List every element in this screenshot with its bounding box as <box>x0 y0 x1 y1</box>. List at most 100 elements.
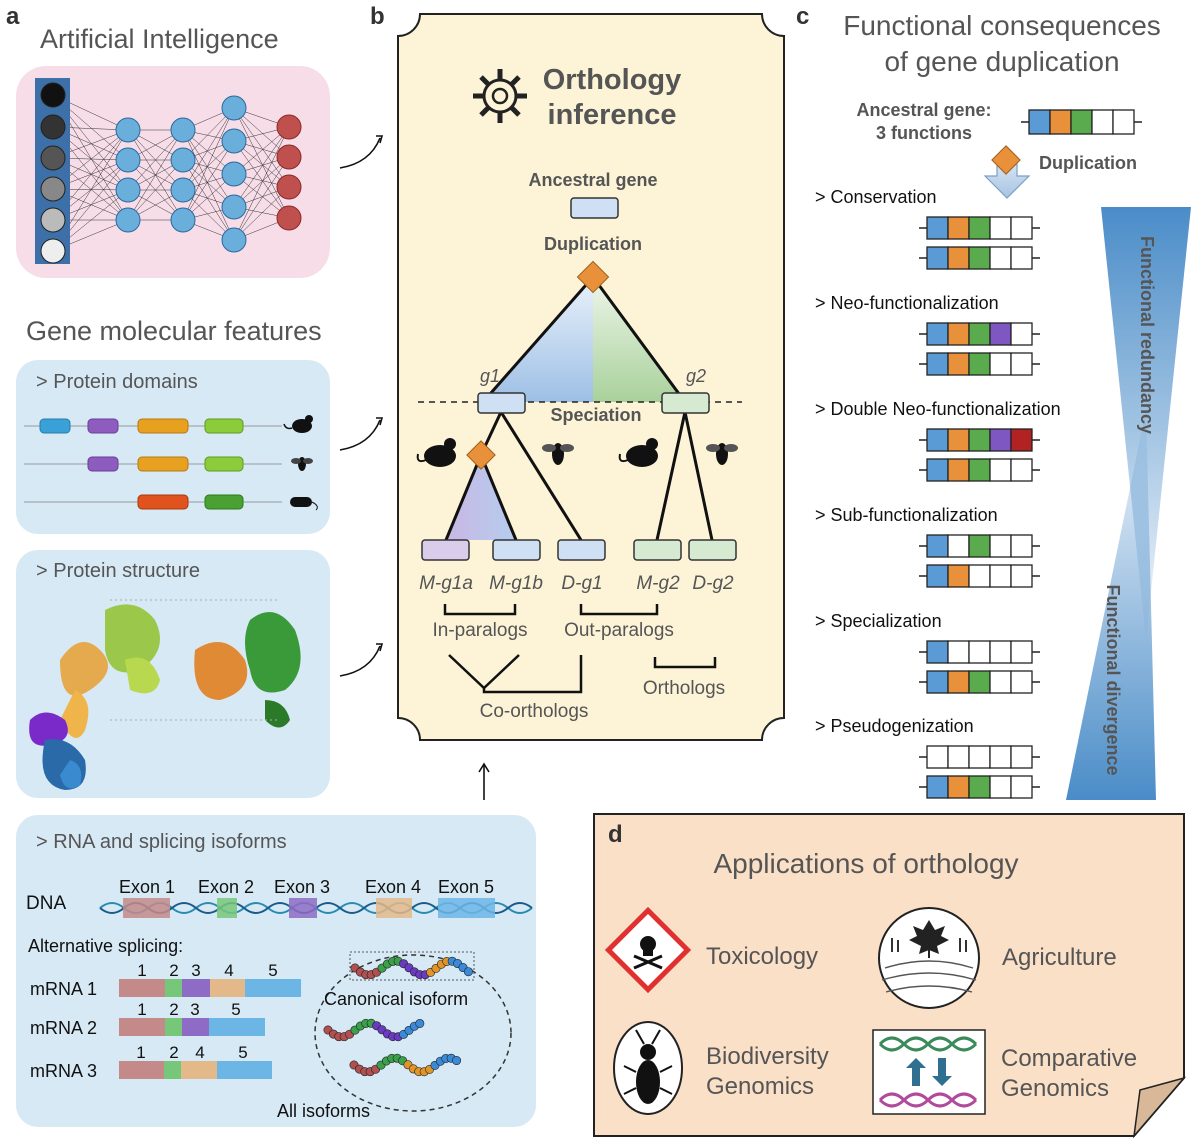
out-paralogs-label: Out-paralogs <box>564 620 674 641</box>
orthology-title-1: Orthology <box>543 64 682 96</box>
applications-title: Applications of orthology <box>713 848 1018 879</box>
nn-connection <box>233 140 290 219</box>
nn-input-neuron <box>40 176 66 202</box>
function-cell <box>926 775 949 799</box>
ancestral-gene-label: Ancestral gene <box>528 170 657 190</box>
function-cell <box>968 745 991 769</box>
exon-label: Exon 3 <box>274 877 330 897</box>
function-cell <box>989 322 1012 346</box>
leaf-gene-box <box>492 539 541 561</box>
features-title: Gene molecular features <box>26 316 322 346</box>
panel-d-letter: d <box>608 821 623 848</box>
mrna-exon <box>165 1018 182 1036</box>
function-cell <box>947 246 970 270</box>
biodiversity-icon <box>613 1021 683 1115</box>
nn-connection <box>182 159 235 241</box>
mrna-label: mRNA 3 <box>30 1061 97 1081</box>
function-cell <box>989 640 1012 664</box>
function-cell <box>1112 109 1135 135</box>
function-cell <box>989 775 1012 799</box>
leaf-gene-label: D-g1 <box>561 573 602 594</box>
mrna-exon <box>245 979 301 997</box>
function-cell <box>1010 428 1033 452</box>
function-cell <box>989 428 1012 452</box>
function-cell <box>926 216 949 240</box>
exon-number: 5 <box>268 961 277 980</box>
exon-label: Exon 5 <box>438 877 494 897</box>
function-cell <box>1010 775 1033 799</box>
nn-connection <box>233 126 290 208</box>
structure-label: > Protein structure <box>36 560 200 582</box>
tree-branch <box>481 276 595 403</box>
function-cell <box>947 428 970 452</box>
tree-branch <box>479 454 518 541</box>
duplication-diamond <box>991 145 1021 175</box>
function-cell <box>947 564 970 588</box>
biodiversity-label-1: Biodiversity <box>706 1043 829 1070</box>
in-paralogs-label: In-paralogs <box>432 620 527 641</box>
function-cell <box>947 534 970 558</box>
nn-output-neuron <box>276 174 302 200</box>
isoform-bead <box>463 967 473 977</box>
nn-input-neuron <box>40 114 66 140</box>
leaf-gene-label: M-g1b <box>489 573 543 594</box>
gear-icon <box>473 69 527 123</box>
function-cell <box>968 775 991 799</box>
function-cell <box>989 670 1012 694</box>
domain-orange <box>137 456 189 472</box>
speciation-label: Speciation <box>550 405 641 425</box>
orthologs-label: Orthologs <box>643 678 725 699</box>
function-cell <box>926 428 949 452</box>
exon-box <box>123 898 170 918</box>
function-cell <box>926 352 949 376</box>
nn-output-neuron <box>276 144 302 170</box>
leaf-gene-box <box>633 539 682 561</box>
mrna-exon <box>119 1061 164 1079</box>
exon-number: 5 <box>231 1000 240 1019</box>
function-cell <box>968 246 991 270</box>
function-cell <box>968 458 991 482</box>
nn-hidden-neuron <box>221 227 247 253</box>
agriculture-icon <box>878 907 980 1009</box>
g1-label: g1 <box>480 366 500 386</box>
function-cell <box>947 640 970 664</box>
function-cell <box>1070 109 1093 135</box>
function-cell <box>968 564 991 588</box>
rna-box <box>16 815 536 1127</box>
dna-label: DNA <box>26 893 66 914</box>
fly-icon <box>291 457 313 471</box>
toxicology-icon <box>604 906 692 994</box>
mrna-exon <box>119 979 165 997</box>
nn-connection <box>127 129 184 191</box>
nn-hidden-neuron <box>115 147 141 173</box>
duplication-scenarios: > Conservation> Neo-functionalization> D… <box>815 187 1061 799</box>
scenario-label: > Pseudogenization <box>815 716 974 736</box>
function-cell <box>947 745 970 769</box>
ancestral-gene-functions-1: Ancestral gene: <box>856 100 991 120</box>
comparative-label-2: Genomics <box>1001 1075 1109 1102</box>
nn-input-neuron <box>40 145 66 171</box>
mouse-icon <box>416 438 456 467</box>
page-fold <box>1132 1076 1187 1139</box>
connector-arrows <box>339 135 490 800</box>
divergence-label: Functional divergence <box>1103 584 1123 775</box>
domain-red <box>137 494 189 510</box>
leaf-gene-box <box>557 539 606 561</box>
mrna-exon <box>119 1018 165 1036</box>
nn-connection <box>233 186 290 241</box>
nn-hidden-neuron <box>221 128 247 154</box>
domain-purple <box>87 418 119 434</box>
nn-connection <box>127 129 184 221</box>
nn-connection <box>182 107 235 191</box>
exon-number: 3 <box>190 1000 199 1019</box>
panel-b-letter: b <box>370 3 385 30</box>
all-isoforms-label: All isoforms <box>277 1101 370 1121</box>
domain-orange <box>137 418 189 434</box>
exon-box <box>289 898 317 918</box>
function-cell <box>968 428 991 452</box>
leaf-gene-box <box>688 539 737 561</box>
domains-label: > Protein domains <box>36 371 198 393</box>
exon-number: 2 <box>169 961 178 980</box>
mrna-exon <box>164 1061 181 1079</box>
